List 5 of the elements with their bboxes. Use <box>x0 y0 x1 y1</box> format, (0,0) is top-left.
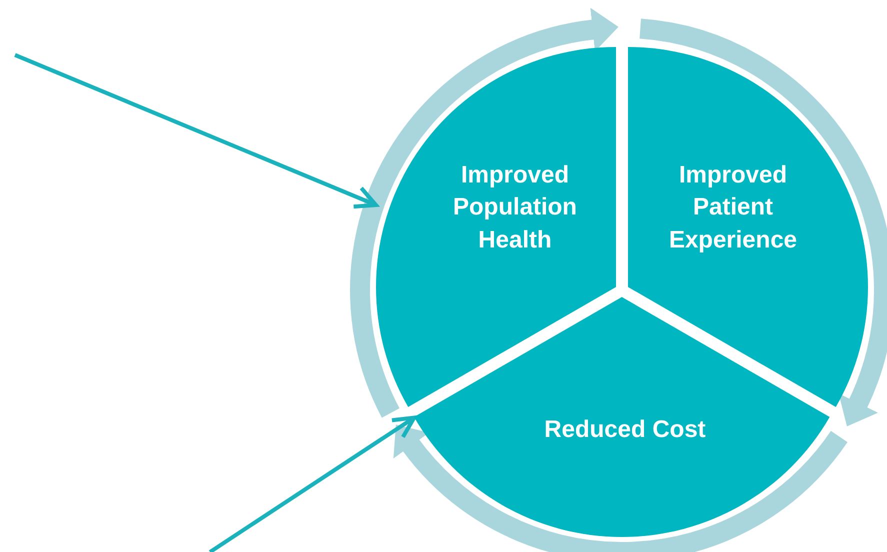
sector-label: Improved Population Health <box>452 160 578 256</box>
arrow <box>208 416 416 552</box>
sector-label: Improved Patient Experience <box>668 160 798 256</box>
sector-label: Reduced Cost <box>543 414 707 445</box>
arrow <box>14 53 378 209</box>
